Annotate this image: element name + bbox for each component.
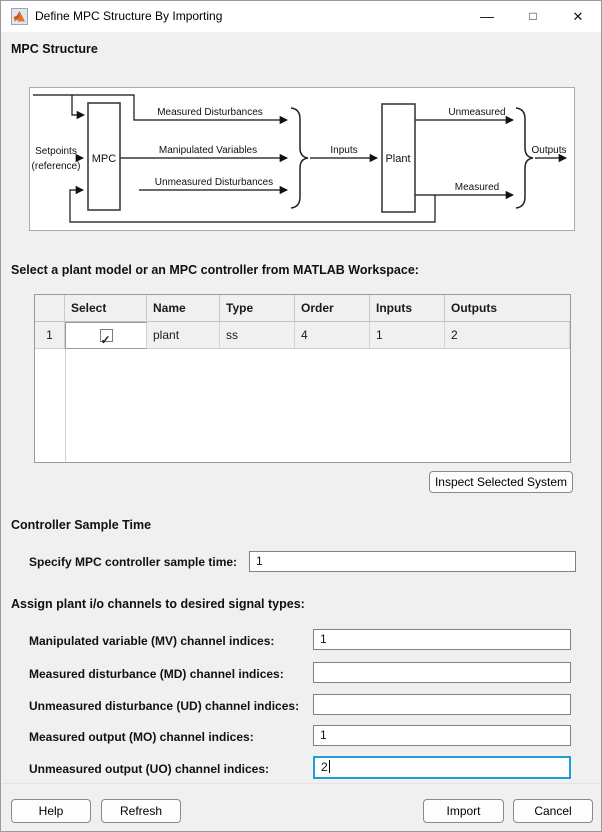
measured-disturbances-label: Measured Disturbances xyxy=(157,107,263,118)
unmeasured-label: Unmeasured xyxy=(448,107,505,118)
header-select[interactable]: Select xyxy=(65,295,147,322)
header-type[interactable]: Type xyxy=(220,295,295,322)
corner-header-cell xyxy=(35,295,65,322)
uo-input[interactable]: 2 xyxy=(313,756,571,779)
workspace-table[interactable]: Select Name Type Order Inputs Outputs 1 … xyxy=(34,294,571,463)
setpoints-label-2: (reference) xyxy=(32,161,81,172)
header-name[interactable]: Name xyxy=(147,295,220,322)
header-inputs[interactable]: Inputs xyxy=(370,295,445,322)
refresh-button[interactable]: Refresh xyxy=(101,799,181,823)
row-index-cell: 1 xyxy=(35,322,65,349)
unmeasured-disturbances-label: Unmeasured Disturbances xyxy=(155,177,273,188)
sample-time-label: Specify MPC controller sample time: xyxy=(29,555,238,569)
mpc-structure-heading: MPC Structure xyxy=(11,42,98,56)
setpoints-label-1: Setpoints xyxy=(35,146,77,157)
close-button[interactable]: ✕ xyxy=(572,9,584,24)
plant-block-label: Plant xyxy=(385,153,410,165)
table-row[interactable]: 1 ✓ plant ss 4 1 2 xyxy=(35,322,570,349)
inputs-cell[interactable]: 1 xyxy=(370,322,445,349)
type-cell[interactable]: ss xyxy=(220,322,295,349)
footer-separator xyxy=(2,783,600,784)
mpc-structure-diagram: Setpoints (reference) MPC Plant Measured… xyxy=(29,87,575,231)
mv-input[interactable]: 1 xyxy=(313,629,571,650)
mo-input[interactable]: 1 xyxy=(313,725,571,746)
plant-block xyxy=(381,103,416,213)
window-title: Define MPC Structure By Importing xyxy=(35,9,223,23)
ud-input[interactable] xyxy=(313,694,571,715)
outputs-brace xyxy=(515,107,534,209)
help-button[interactable]: Help xyxy=(11,799,91,823)
assign-channels-heading: Assign plant i/o channels to desired sig… xyxy=(11,597,305,611)
text-caret xyxy=(328,760,330,773)
title-bar[interactable]: Define MPC Structure By Importing — □ ✕ xyxy=(1,1,601,32)
minimize-button[interactable]: — xyxy=(480,8,494,24)
sample-time-input[interactable]: 1 xyxy=(249,551,576,572)
md-label: Measured disturbance (MD) channel indice… xyxy=(29,667,284,681)
matlab-logo-icon xyxy=(11,8,28,25)
md-input[interactable] xyxy=(313,662,571,683)
ud-label: Unmeasured disturbance (UD) channel indi… xyxy=(29,699,300,713)
header-order[interactable]: Order xyxy=(295,295,370,322)
cancel-button[interactable]: Cancel xyxy=(513,799,593,823)
sample-time-heading: Controller Sample Time xyxy=(11,518,152,532)
workspace-select-label: Select a plant model or an MPC controlle… xyxy=(11,263,419,277)
manipulated-variables-label: Manipulated Variables xyxy=(159,145,257,156)
row-header-separator xyxy=(65,349,66,462)
mpc-block-label: MPC xyxy=(92,153,117,165)
inspect-selected-system-button[interactable]: Inspect Selected System xyxy=(429,471,573,493)
header-outputs[interactable]: Outputs xyxy=(445,295,570,322)
inputs-brace xyxy=(290,107,309,209)
mpc-top-input-line xyxy=(71,95,86,120)
select-checkbox[interactable]: ✓ xyxy=(99,329,113,347)
feedback-line xyxy=(69,185,436,223)
mpc-block xyxy=(87,102,121,211)
name-cell[interactable]: plant xyxy=(147,322,220,349)
outputs-label: Outputs xyxy=(531,145,566,156)
diagram-svg: Setpoints (reference) MPC Plant Measured… xyxy=(32,94,568,223)
measured-label: Measured xyxy=(455,182,499,193)
mv-label: Manipulated variable (MV) channel indice… xyxy=(29,634,275,648)
uo-label: Unmeasured output (UO) channel indices: xyxy=(29,762,270,776)
outputs-cell[interactable]: 2 xyxy=(445,322,570,349)
select-cell[interactable]: ✓ xyxy=(65,322,147,349)
measured-disturbance-line xyxy=(33,94,289,125)
order-cell[interactable]: 4 xyxy=(295,322,370,349)
table-header-row: Select Name Type Order Inputs Outputs xyxy=(35,295,570,322)
import-button[interactable]: Import xyxy=(423,799,504,823)
inputs-label: Inputs xyxy=(330,145,357,156)
maximize-button[interactable]: □ xyxy=(529,9,537,23)
checkbox-checked-icon: ✓ xyxy=(100,333,111,347)
mo-label: Measured output (MO) channel indices: xyxy=(29,730,254,744)
